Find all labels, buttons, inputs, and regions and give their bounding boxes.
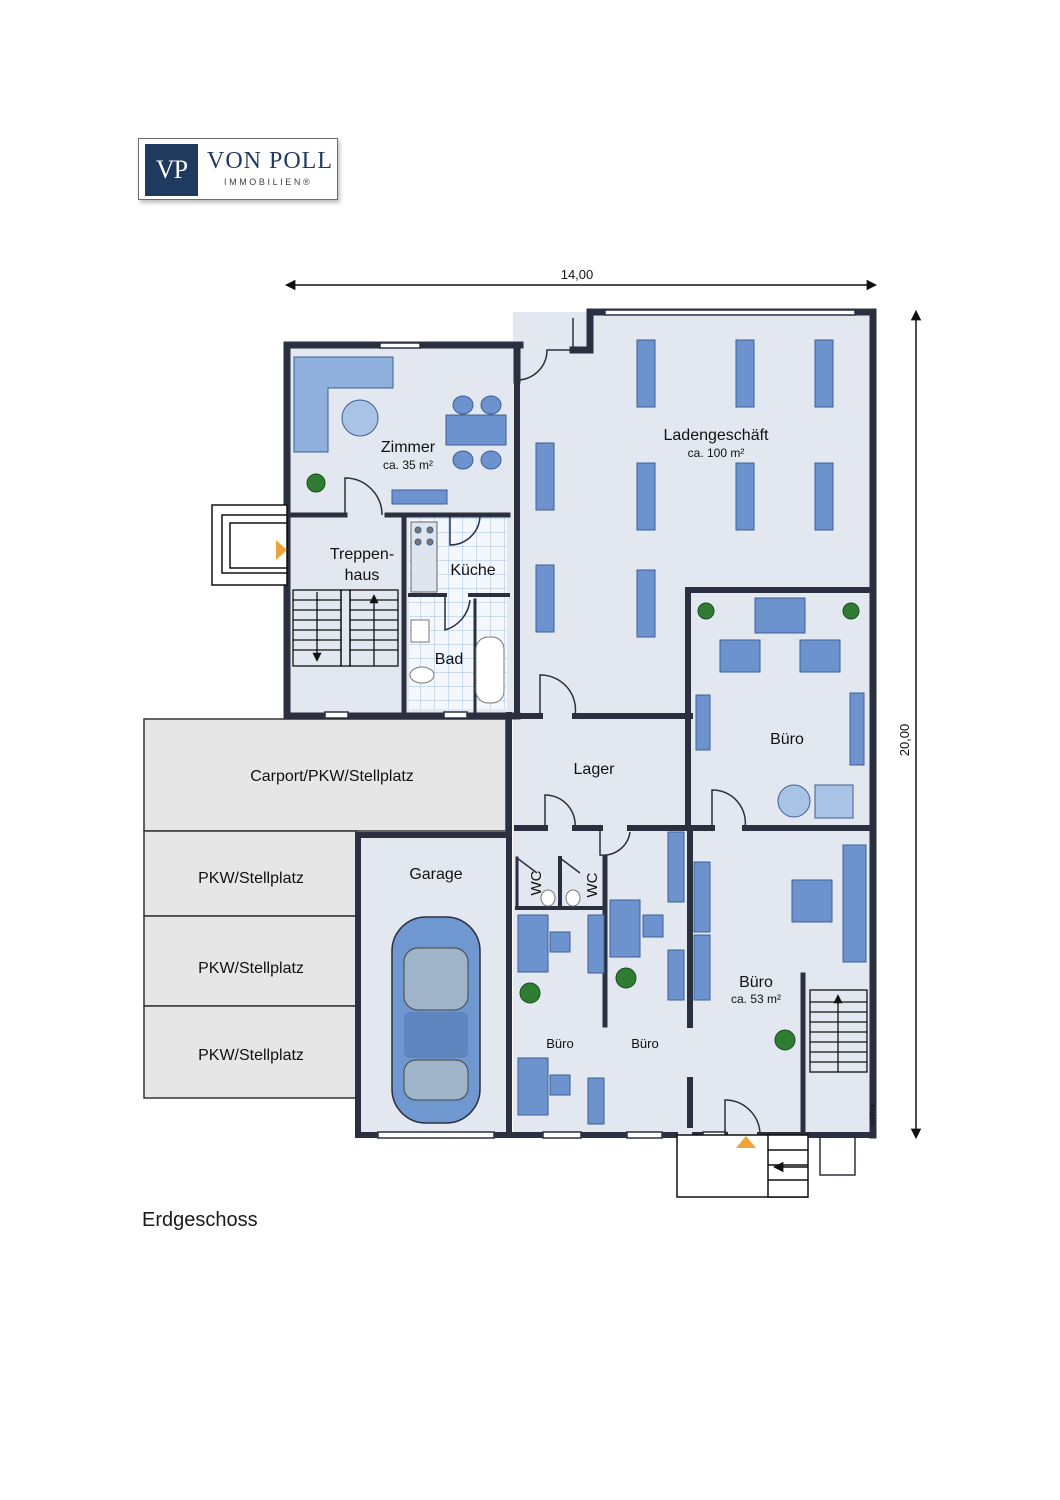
stellplatz-area-2: [143, 915, 357, 1007]
stairs: [292, 589, 868, 1073]
room-name-buero-se: Büro: [739, 974, 773, 991]
room-area-zimmer: ca. 35 m²: [383, 458, 433, 472]
logo-monogram: VP: [155, 155, 188, 184]
dimension-height-label: 20,00: [897, 724, 912, 757]
carport-area: [143, 718, 507, 832]
label-stellplatz-2: PKW/Stellplatz: [198, 960, 304, 977]
room-name-buero-ne: Büro: [770, 731, 804, 748]
room-name-zimmer: Zimmer: [381, 439, 436, 456]
label-carport: Carport/PKW/Stellplatz: [250, 768, 414, 785]
floor-label: Erdgeschoss: [142, 1209, 258, 1231]
stellplatz-area-3: [143, 1005, 357, 1099]
room-name-garage: Garage: [409, 866, 462, 883]
room-area-buero-se: ca. 53 m²: [731, 992, 781, 1006]
room-name-treppenhaus-1: Treppen-: [330, 546, 394, 563]
room-name-buero-sm: Büro: [631, 1036, 658, 1051]
furniture: [293, 339, 867, 1125]
label-stellplatz-1: PKW/Stellplatz: [198, 870, 304, 887]
room-name-ladengeschaeft: Ladengeschäft: [664, 427, 770, 444]
room-area-ladengeschaeft: ca. 100 m²: [688, 446, 745, 460]
room-name-wc-2: WC: [584, 872, 601, 897]
von-poll-logo: VP VON POLL IMMOBILIEN®: [138, 138, 338, 200]
car-icon: [391, 916, 481, 1124]
room-name-wc-1: WC: [528, 870, 545, 895]
plant-icons: [306, 473, 860, 1051]
room-name-lager: Lager: [574, 761, 616, 778]
dimension-height: 20,00: [897, 309, 922, 1140]
logo-monogram-box: VP: [145, 144, 198, 196]
room-labels: Zimmer ca. 35 m² Treppen- haus Küche Bad…: [198, 427, 876, 1126]
entrance-steps: [211, 504, 809, 1198]
logo-name: VON POLL: [207, 148, 333, 174]
dimension-width: 14,00: [284, 267, 878, 291]
label-stellplatz-3: PKW/Stellplatz: [198, 1047, 304, 1064]
doors: [344, 318, 856, 1176]
room-name-buero-sw: Büro: [546, 1036, 573, 1051]
room-name-kueche: Küche: [450, 562, 495, 579]
parking-areas: [143, 718, 507, 1099]
logo-subtitle: IMMOBILIEN®: [224, 177, 313, 187]
room-name-treppenhaus-2: haus: [345, 567, 380, 584]
watermark: onOffice: [870, 1103, 876, 1126]
stellplatz-area-1: [143, 830, 357, 917]
room-name-bad: Bad: [435, 651, 463, 668]
dimension-width-label: 14,00: [561, 267, 594, 282]
entry-arrow-icons: [276, 540, 756, 1148]
